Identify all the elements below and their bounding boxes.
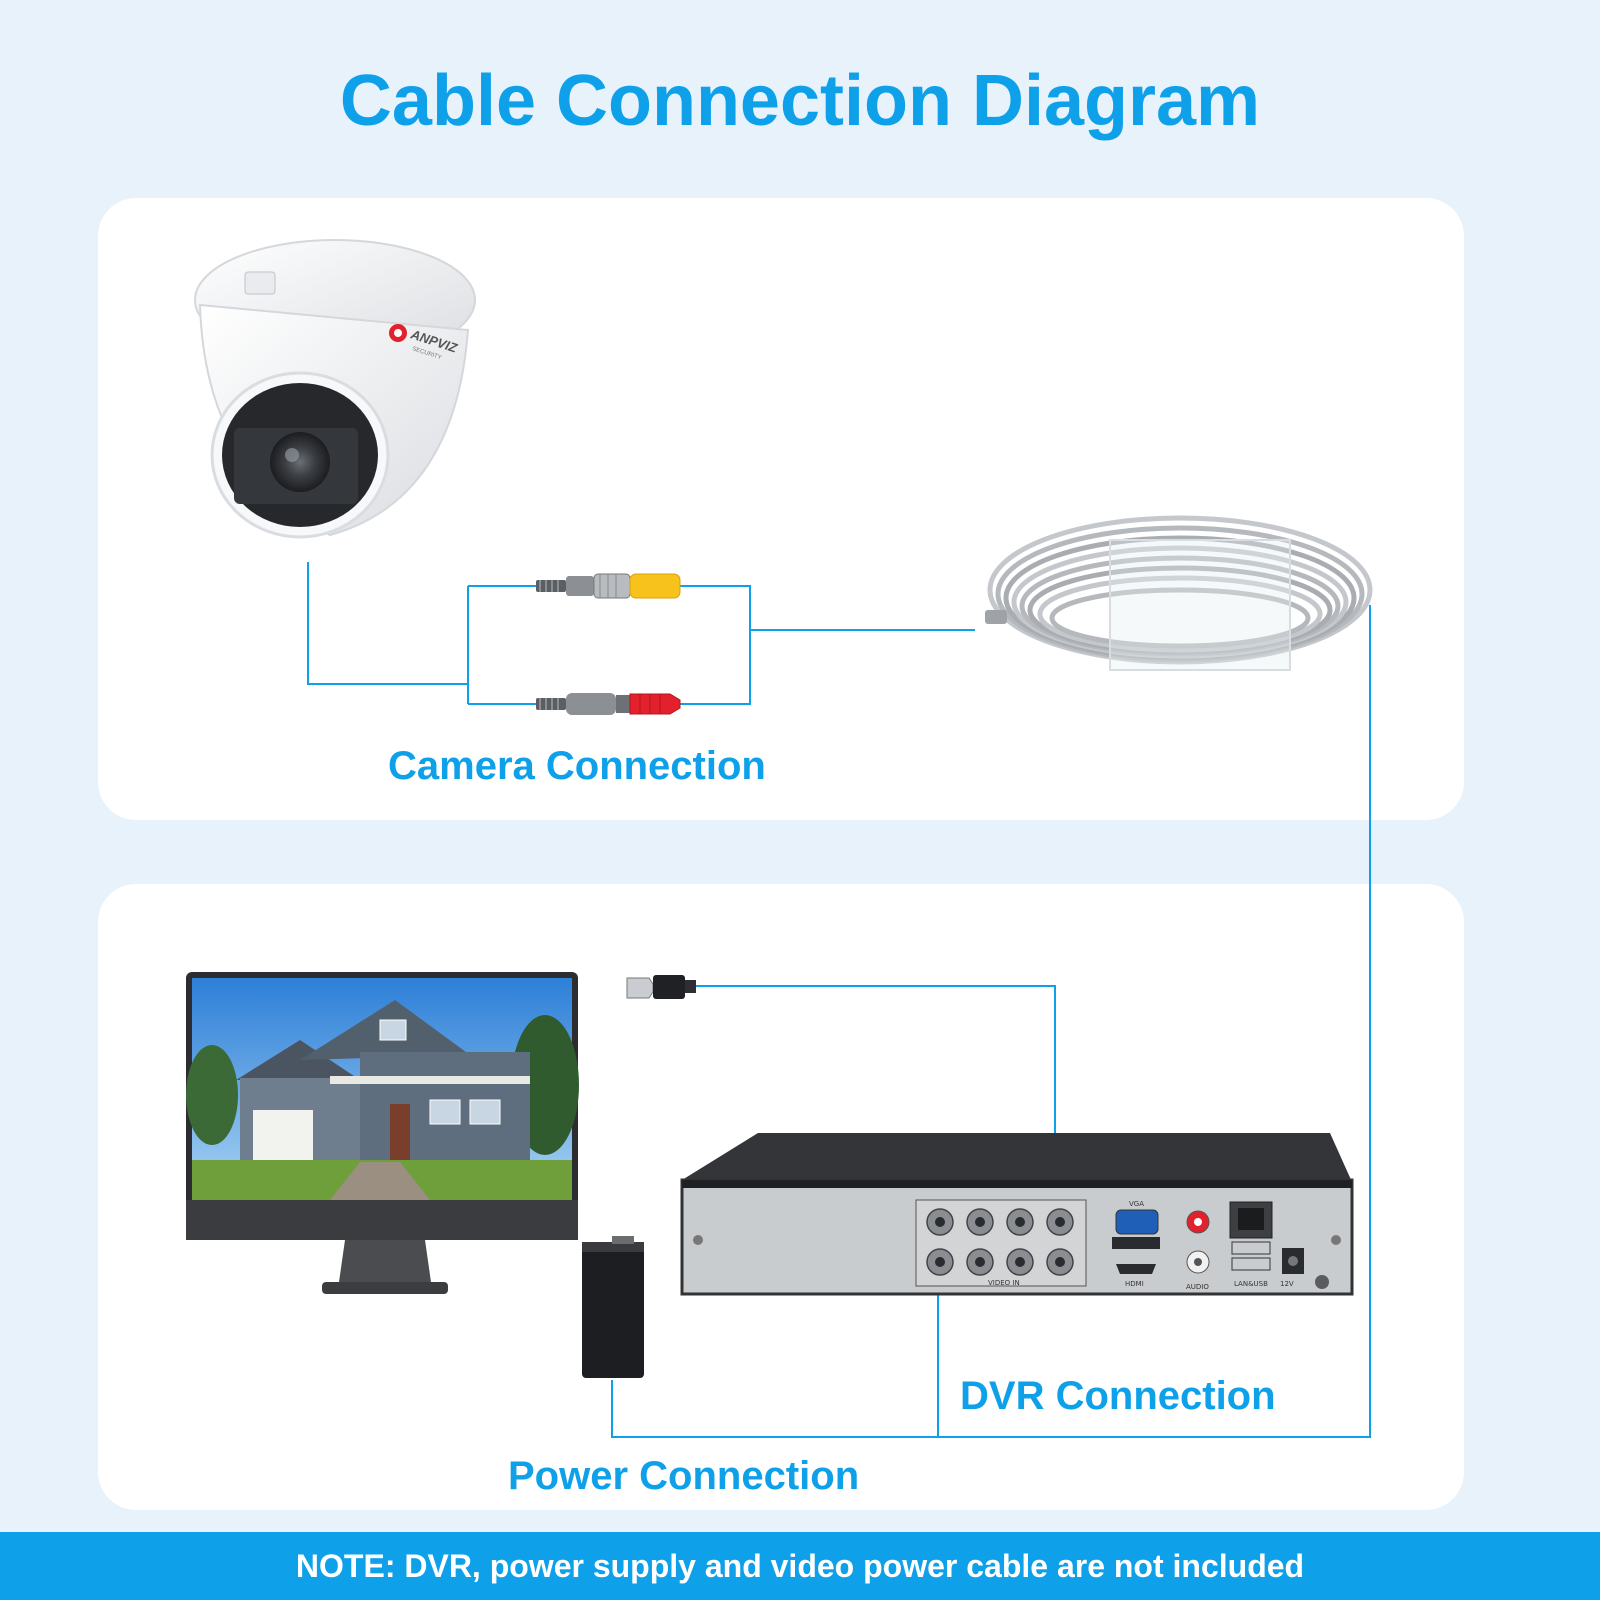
dome-camera-image	[194, 239, 476, 539]
monitor-image	[186, 972, 579, 1294]
dvr-image	[680, 1133, 1354, 1296]
dvr-lan-usb-label: LAN&USB	[1234, 1280, 1268, 1288]
bnc-video-connector-image	[536, 573, 681, 599]
camera-to-splitter-line	[307, 562, 468, 685]
dvr-audio-label: AUDIO	[1186, 1283, 1209, 1291]
note-text: NOTE: DVR, power supply and video power …	[295, 1548, 1305, 1584]
hdmi-connector-image	[626, 975, 696, 999]
page-title: Cable Connection Diagram	[339, 61, 1261, 141]
dvr-hdmi-label: HDMI	[1125, 1280, 1144, 1288]
note-banner: NOTE: DVR, power supply and video power …	[0, 1532, 1600, 1600]
dvr-power-label: 12V	[1280, 1280, 1294, 1288]
connection-lines	[307, 562, 1371, 1438]
power-adapter-image	[582, 1236, 644, 1378]
adapter-to-junction-line	[611, 1380, 938, 1438]
power-connection-label: Power Connection	[508, 1454, 860, 1498]
camera-connection-label: Camera Connection	[388, 744, 766, 788]
dc-power-connector-image	[536, 693, 681, 715]
dvr-vga-label: VGA	[1129, 1200, 1144, 1208]
coiled-cable-image	[985, 515, 1373, 671]
dvr-video-in-label: VIDEO IN	[988, 1279, 1020, 1287]
dvr-connection-label: DVR Connection	[960, 1374, 1276, 1418]
hdmi-to-dvr-line	[696, 985, 1056, 1135]
splitter-right-video-line	[680, 585, 751, 705]
cable-to-dvr-line	[938, 605, 1371, 1438]
